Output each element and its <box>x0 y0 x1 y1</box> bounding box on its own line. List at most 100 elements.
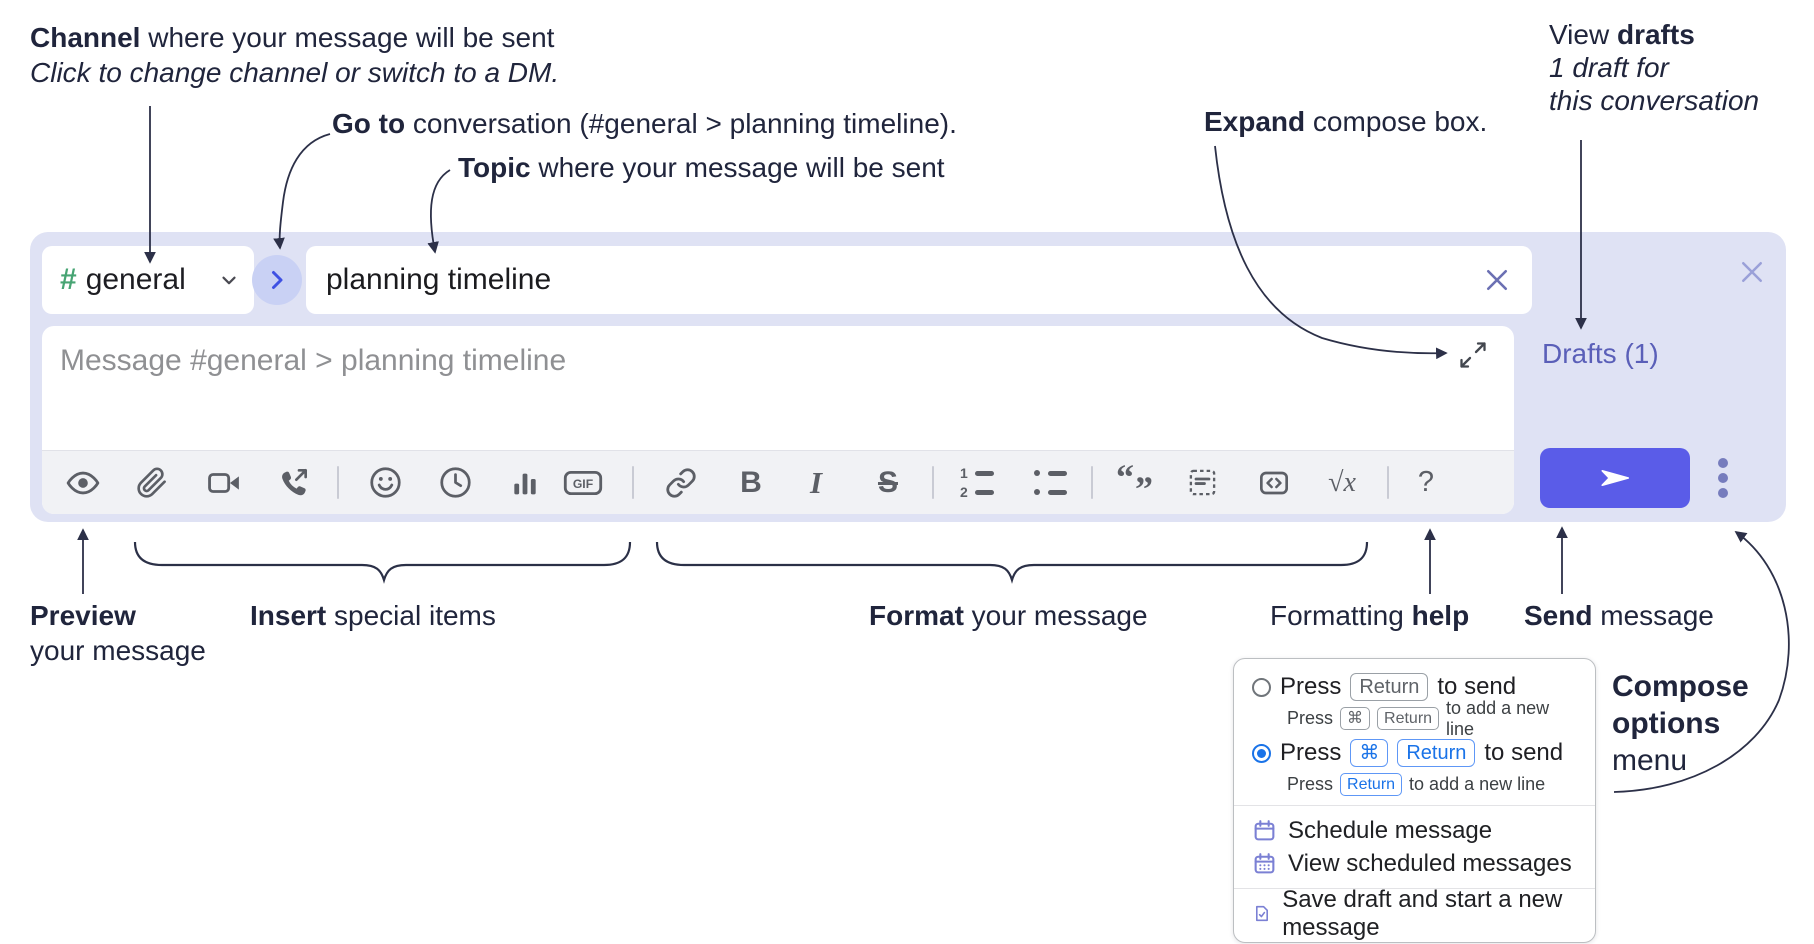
menu-divider <box>1234 888 1595 889</box>
hash-icon: # <box>60 263 77 296</box>
link-button[interactable] <box>659 451 703 514</box>
drafts-link[interactable]: Drafts (1) <box>1542 338 1659 369</box>
annotation-format: Format your message <box>869 600 1148 631</box>
annotation-insert: Insert special items <box>250 600 496 631</box>
link-icon <box>666 467 696 498</box>
bar-chart-icon <box>514 473 536 494</box>
annotation-topic: Topic where your message will be sent <box>458 152 945 183</box>
toolbar-divider <box>932 466 934 499</box>
bulleted-list-button[interactable] <box>1027 451 1071 514</box>
annotation-expand: Expand compose box. <box>1204 106 1488 137</box>
italic-icon: I <box>809 464 823 500</box>
return-keycap: Return <box>1397 739 1476 767</box>
ordered-list-button[interactable]: 1 2 <box>955 451 999 514</box>
toolbar-divider <box>1387 466 1389 499</box>
menu-item-view-scheduled[interactable]: View scheduled messages <box>1252 847 1577 880</box>
code-block-button[interactable] <box>1180 451 1224 514</box>
menu-divider <box>1234 805 1595 806</box>
italic-button[interactable]: I <box>794 451 838 514</box>
poll-button[interactable] <box>503 451 547 514</box>
option-cmd-return-subtext: Press Return to add a new line <box>1287 773 1546 796</box>
message-area: Message #general > planning timeline <box>42 326 1514 514</box>
compose-toolbar: GIF B I S <box>42 450 1514 514</box>
menu-item-save-draft[interactable]: Save draft and start a new message <box>1252 886 1577 941</box>
expand-compose-button[interactable] <box>1458 340 1490 372</box>
compose-box: # general planning timeline Message #gen… <box>30 232 1786 522</box>
bold-icon: B <box>740 465 762 499</box>
option-cmd-return-to-send[interactable]: Press ⌘ Return to send <box>1252 737 1577 769</box>
kebab-menu-icon <box>1718 458 1728 498</box>
calendar-dots-icon <box>1254 853 1275 874</box>
annotation-goto: Go to conversation (#general > planning … <box>332 108 957 139</box>
radio-unselected[interactable] <box>1252 677 1271 697</box>
annotation-channel-bold: Channel <box>30 22 141 53</box>
blockquote-icon: “” <box>1116 456 1154 509</box>
emoji-smiley-icon <box>369 467 401 498</box>
cmd-keycap: ⌘ <box>1350 739 1389 767</box>
bold-button[interactable]: B <box>729 451 773 514</box>
close-icon <box>1742 262 1762 282</box>
schedule-button[interactable] <box>433 451 477 514</box>
draft-check-icon <box>1255 905 1268 922</box>
annotation-send-message: Send message <box>1524 600 1714 631</box>
go-to-conversation-button[interactable] <box>252 255 302 305</box>
compose-options-button[interactable] <box>1714 454 1732 502</box>
annotation-formatting-help: Formatting help <box>1270 600 1470 631</box>
code-block-icon <box>1189 469 1215 496</box>
formatting-help-button[interactable]: ? <box>1404 451 1448 514</box>
topic-value: planning timeline <box>326 263 552 296</box>
toolbar-divider <box>632 466 634 499</box>
group-braces <box>133 541 1369 584</box>
blockquote-button[interactable]: “” <box>1113 451 1157 514</box>
emoji-button[interactable] <box>363 451 407 514</box>
inline-code-button[interactable] <box>1252 451 1296 514</box>
annotation-preview: Preview your message <box>30 600 206 666</box>
strikethrough-icon: S <box>877 465 898 499</box>
send-icon <box>1601 469 1630 487</box>
return-keycap: Return <box>1350 673 1429 701</box>
clock-icon <box>439 467 471 498</box>
annotation-compose-options: Compose options menu <box>1612 670 1749 777</box>
ordered-list-icon: 1 2 <box>960 466 994 499</box>
annotation-view-drafts: View drafts 1 draft for this conversatio… <box>1549 19 1760 116</box>
inline-code-icon <box>1260 471 1288 494</box>
attach-file-button[interactable] <box>130 451 174 514</box>
question-mark-icon: ? <box>1417 466 1435 498</box>
svg-text:GIF: GIF <box>573 477 593 491</box>
radio-selected[interactable] <box>1252 743 1271 763</box>
bulleted-list-icon <box>1032 467 1067 499</box>
expand-icon <box>1460 342 1486 368</box>
calendar-icon <box>1254 820 1275 841</box>
gif-button[interactable]: GIF <box>561 451 605 514</box>
annotation-channel: Channel where your message will be sent … <box>30 20 559 90</box>
channel-selector[interactable]: # general <box>42 246 254 314</box>
formula-icon: √x <box>1328 466 1356 498</box>
annotation-channel-rest: where your message will be sent <box>140 22 555 53</box>
topic-input[interactable]: planning timeline <box>306 246 1532 314</box>
cmd-keycap: ⌘ <box>1340 707 1371 730</box>
chevron-down-icon <box>222 276 236 285</box>
return-keycap: Return <box>1377 707 1440 730</box>
strikethrough-button[interactable]: S <box>866 451 910 514</box>
message-input[interactable]: Message #general > planning timeline <box>60 344 567 377</box>
phone-call-icon <box>282 468 307 495</box>
video-camera-icon <box>208 472 239 493</box>
annotation-channel-sub: Click to change channel or switch to a D… <box>30 57 560 88</box>
menu-item-schedule-message[interactable]: Schedule message <box>1252 814 1577 847</box>
clear-topic-icon[interactable] <box>1482 265 1512 295</box>
toolbar-divider <box>337 466 339 499</box>
return-keycap: Return <box>1340 773 1403 796</box>
send-button[interactable] <box>1540 448 1690 508</box>
video-clip-button[interactable] <box>202 451 246 514</box>
chevron-right-icon <box>272 271 283 289</box>
close-compose-button[interactable] <box>1734 254 1770 290</box>
compose-options-menu: Press Return to send Press ⌘ Return to a… <box>1233 658 1596 943</box>
formula-button[interactable]: √x <box>1320 451 1364 514</box>
channel-name: general <box>85 263 186 296</box>
paperclip-icon <box>137 467 166 498</box>
option-return-to-send[interactable]: Press Return to send <box>1252 671 1577 703</box>
preview-button[interactable] <box>61 451 105 514</box>
toolbar-divider <box>1091 466 1093 499</box>
audio-call-button[interactable] <box>271 451 315 514</box>
